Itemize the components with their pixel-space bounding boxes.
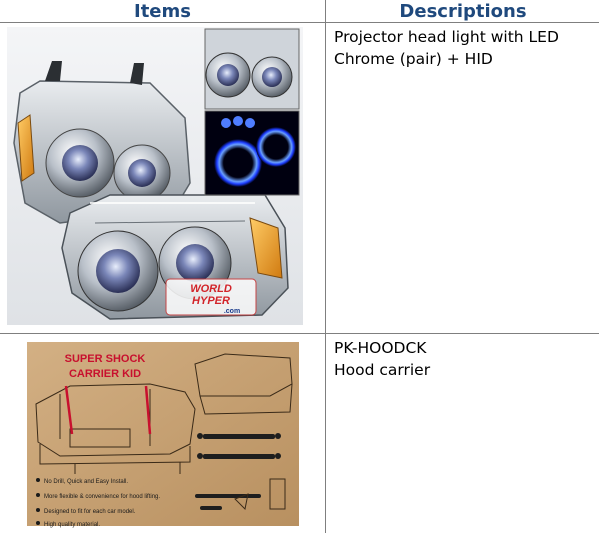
table-row: SUPER SHOCK CARRIER KID	[0, 334, 599, 533]
hood-carrier-box-photo: SUPER SHOCK CARRIER KID	[0, 334, 325, 533]
item-description-cell: Projector head light with LED Chrome (pa…	[326, 23, 599, 334]
description-line-1: PK-HOODCK	[334, 337, 599, 359]
hood-carrier-box-icon: SUPER SHOCK CARRIER KID	[0, 334, 325, 528]
description-line-1: Projector head light with LED	[334, 26, 599, 48]
worldhyper-watermark: WORLD HYPER .com	[166, 279, 256, 315]
table-row: WORLD HYPER .com Projector head light wi…	[0, 23, 599, 334]
item-image-cell: SUPER SHOCK CARRIER KID	[0, 334, 326, 533]
projector-headlight-icon: WORLD HYPER .com	[0, 23, 325, 328]
description-line-2: Hood carrier	[334, 359, 599, 381]
header-items: Items	[0, 0, 326, 23]
projector-headlight-photo: WORLD HYPER .com	[0, 23, 325, 333]
box-title-line1: SUPER SHOCK	[65, 353, 146, 365]
item-description-cell: PK-HOODCK Hood carrier	[326, 334, 599, 533]
watermark-line1: WORLD	[190, 283, 232, 295]
watermark-line3: .com	[224, 308, 240, 315]
header-row: Items Descriptions	[0, 0, 599, 23]
box-bullet: More flexible & convenience for hood lif…	[44, 494, 160, 500]
box-bullet: Designed to fit for each car model.	[44, 509, 136, 515]
header-descriptions: Descriptions	[326, 0, 599, 23]
box-bullet: High quality material.	[44, 522, 100, 528]
box-bullet: No Drill, Quick and Easy Install.	[44, 479, 128, 485]
box-title-line2: CARRIER KID	[69, 368, 141, 380]
watermark-line2: HYPER	[192, 295, 230, 307]
description-line-2: Chrome (pair) + HID	[334, 48, 599, 70]
item-image-cell: WORLD HYPER .com	[0, 23, 326, 334]
